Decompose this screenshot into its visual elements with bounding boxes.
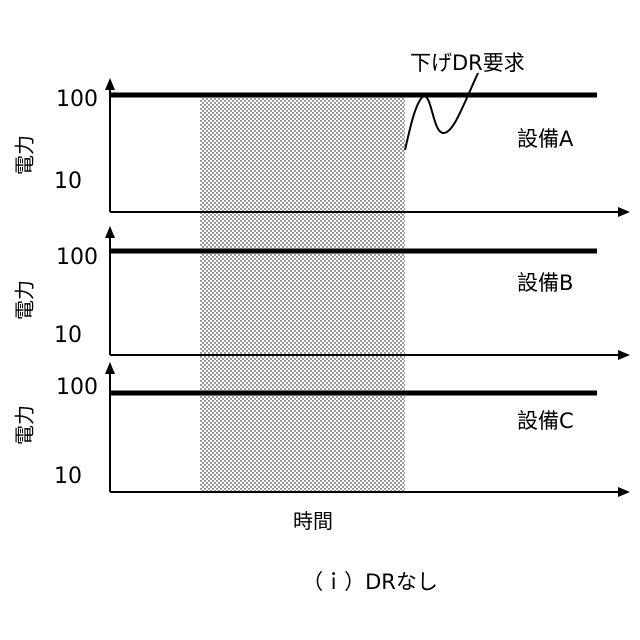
panel-c-device-label: 設備C xyxy=(517,409,574,433)
panel-b-x-axis-arrow xyxy=(618,350,630,360)
figure-caption: （ｉ）DRなし xyxy=(302,570,438,594)
panel-a-tick-100: 100 xyxy=(56,87,98,112)
panel-c-tick-100: 100 xyxy=(56,375,98,400)
panel-a-device-label: 設備A xyxy=(517,127,574,151)
panel-a-tick-10: 10 xyxy=(54,169,82,194)
dr-request-callout-line xyxy=(405,73,478,150)
dr-request-annotation: 下げDR要求 xyxy=(410,51,525,75)
panel-c-y-axis-label: 電力 xyxy=(13,405,37,445)
panel-b-device-label: 設備B xyxy=(517,271,573,295)
panel-a-x-axis-arrow xyxy=(618,207,630,217)
panel-a-y-axis-arrow xyxy=(105,78,115,90)
panel-c-x-axis-arrow xyxy=(618,487,630,497)
panel-b-tick-100: 100 xyxy=(56,245,98,270)
dr-period-region xyxy=(200,96,405,492)
panel-a-y-axis-label: 電力 xyxy=(13,135,37,175)
panel-b-y-axis-arrow xyxy=(105,226,115,238)
panel-b-y-axis-label: 電力 xyxy=(13,280,37,320)
panel-b-tick-10: 10 xyxy=(54,323,82,348)
x-axis-label: 時間 xyxy=(293,509,333,533)
panel-c-y-axis-arrow xyxy=(105,362,115,374)
panel-c-tick-10: 10 xyxy=(54,464,82,489)
